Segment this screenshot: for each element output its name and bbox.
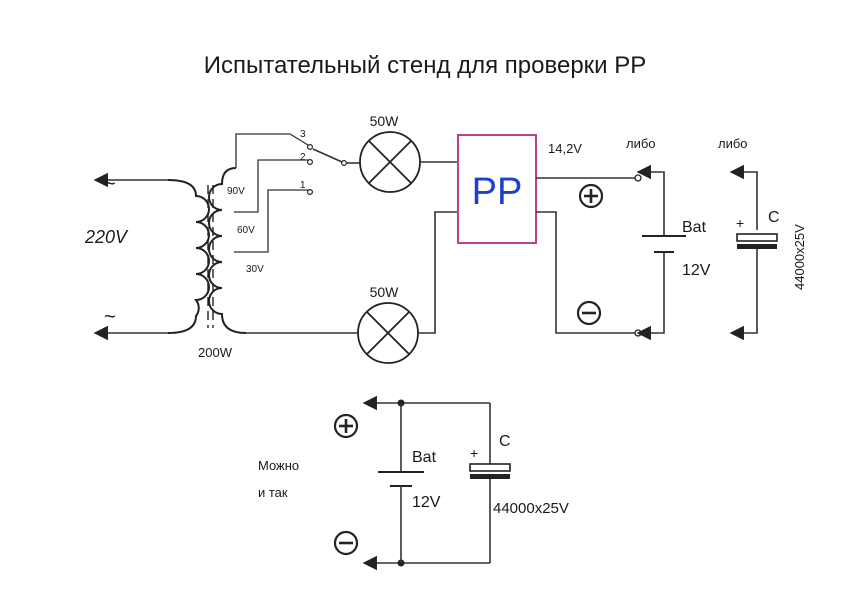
tap-selector-switch: 3 2 1 — [300, 129, 360, 196]
plus-terminal — [634, 174, 642, 182]
lower-capacitor-plate-top — [469, 463, 511, 472]
capacitor-minus-arrow — [729, 248, 758, 341]
tap-label-60v: 60V — [237, 225, 255, 236]
alt-battery: либо Bat 12V — [626, 136, 711, 341]
capacitor-plus-sign: + — [736, 215, 744, 231]
lamp-bottom: 50W — [246, 211, 458, 364]
lower-capacitor-plus-sign: + — [470, 445, 478, 461]
lower-capacitor-value: 44000x25V — [493, 500, 569, 517]
switch-common — [341, 160, 348, 167]
switch-position-3: 3 — [300, 129, 306, 140]
switch-contact-1 — [307, 189, 314, 196]
ac-symbol-top: ~ — [104, 173, 116, 195]
input-voltage-label: 220V — [84, 227, 129, 247]
tap-wire-1 — [234, 189, 310, 253]
transformer: ~ ~ 220V 200W 90V 60V 30V — [84, 167, 264, 360]
capacitor-value: 44000x25V — [792, 224, 807, 290]
note-line-2: и так — [258, 485, 288, 500]
lamp-top-label: 50W — [370, 113, 400, 129]
plus-circle-icon — [333, 413, 359, 439]
note-line-1: Можно — [258, 458, 299, 473]
output-voltage-label: 14,2V — [548, 141, 582, 156]
capacitor-plate-bottom — [737, 244, 777, 249]
switch-position-2: 2 — [300, 152, 306, 163]
tap-wire-3 — [235, 133, 309, 168]
primary-winding — [167, 179, 210, 334]
output-terminals — [536, 174, 642, 337]
battery-label: Bat — [682, 219, 707, 236]
tap-label-90v: 90V — [227, 186, 245, 197]
tap-wiring — [234, 133, 310, 253]
minus-output-wire — [536, 211, 636, 334]
lower-battery-voltage: 12V — [412, 494, 441, 511]
plus-circle-icon — [578, 183, 604, 209]
switch-contact-2 — [307, 159, 314, 166]
lower-circuit: Можно и так Bat 12V + C 44000x25V — [258, 395, 569, 571]
page-title: Испытательный стенд для проверки РР — [204, 52, 647, 79]
battery-voltage: 12V — [682, 262, 711, 279]
lamp-top: 50W — [359, 113, 458, 193]
capacitor-label: C — [768, 209, 780, 226]
minus-circle-icon — [333, 530, 359, 556]
switch-contact-3 — [307, 144, 314, 151]
battery-minus-arrow — [636, 252, 665, 341]
ac-symbol-bottom: ~ — [104, 306, 116, 328]
tap-wire-2 — [234, 159, 310, 213]
switch-position-1: 1 — [300, 180, 306, 191]
capacitor-plus-arrow — [729, 164, 758, 230]
secondary-winding — [208, 167, 247, 334]
minus-circle-icon — [576, 300, 602, 326]
battery-plus-arrow — [636, 164, 665, 236]
alt-capacitor: либо + C 44000x25V — [718, 136, 807, 341]
lower-capacitor-plate-bottom — [470, 474, 510, 479]
regulator-rr: РР 14,2V — [457, 134, 582, 244]
either-label-1: либо — [626, 136, 656, 151]
regulator-box — [457, 134, 537, 244]
lower-battery-label: Bat — [412, 449, 437, 466]
tap-label-30v: 30V — [246, 264, 264, 275]
switch-lever — [312, 148, 343, 163]
lamp-bottom-label: 50W — [370, 284, 400, 300]
capacitor-plate-top — [736, 233, 778, 242]
transformer-power-label: 200W — [198, 345, 233, 360]
regulator-label: РР — [472, 171, 523, 213]
either-label-2: либо — [718, 136, 748, 151]
lower-capacitor-label: C — [499, 433, 511, 450]
lamp-bottom-to-rr-wire — [418, 211, 458, 334]
